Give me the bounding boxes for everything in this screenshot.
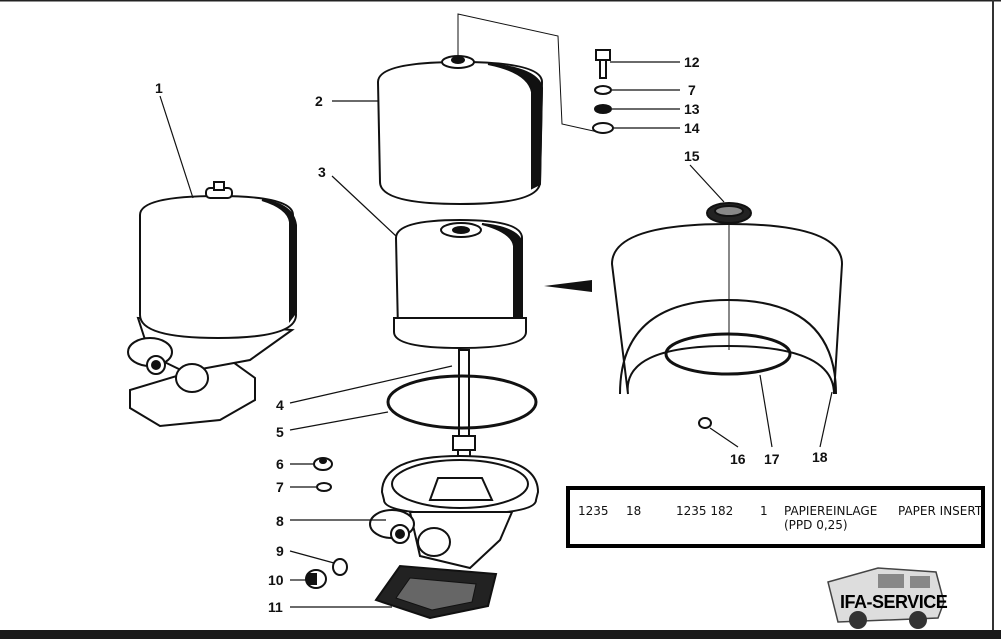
part-16-screw	[698, 417, 712, 429]
small-parts-left	[305, 457, 348, 589]
leader-4	[289, 365, 453, 404]
truck-logo	[827, 567, 945, 629]
label-9: 9	[276, 543, 284, 559]
leader-lines	[159, 61, 833, 608]
parts-col-1: 1235	[578, 504, 609, 518]
bracket-line	[457, 13, 599, 133]
part-7b-washer	[594, 85, 612, 95]
part-12-bolt-shaft	[599, 59, 607, 79]
bowl-shadow	[261, 199, 297, 323]
cover-shadow	[487, 63, 544, 190]
label-18: 18	[812, 449, 828, 465]
label-10: 10	[268, 572, 284, 588]
small-parts-right	[592, 49, 614, 134]
parts-col-3: 1235 182	[676, 504, 734, 518]
cover-body	[376, 60, 544, 206]
label-5: 5	[276, 424, 284, 440]
parts-table-box: 1235 18 1235 182 1 PAPIEREINLAGE (PPD 0,…	[566, 486, 985, 548]
o-ring-large	[386, 374, 538, 430]
part-6-hole	[319, 458, 327, 464]
label-1: 1	[155, 80, 163, 96]
truck-window-2	[910, 576, 930, 588]
base-fitting-hole	[395, 529, 405, 539]
outlet-port	[175, 363, 209, 393]
part-13-lockwasher	[594, 104, 612, 114]
assembled-filter	[127, 181, 298, 428]
label-2: 2	[315, 93, 323, 109]
leader-9	[289, 550, 335, 564]
parts-col-4: 1	[760, 504, 768, 518]
part-9-seal	[332, 558, 348, 576]
leader-16	[709, 427, 739, 448]
bowl-body	[139, 194, 298, 340]
label-11: 11	[268, 599, 283, 615]
parts-note: (PPD 0,25)	[784, 518, 848, 532]
leader-17	[759, 374, 773, 448]
label-8: 8	[276, 513, 284, 529]
gasket-inner	[395, 577, 477, 611]
parts-col-2: 18	[626, 504, 642, 518]
label-4: 4	[276, 397, 284, 413]
leader-1	[159, 95, 194, 199]
arrow-pointer	[544, 280, 592, 292]
truck-window	[878, 574, 904, 588]
label-14: 14	[684, 120, 700, 136]
cartridge-base	[393, 317, 527, 350]
housing-base	[369, 454, 540, 570]
leader-5	[289, 411, 389, 431]
base-center-hub	[428, 477, 494, 501]
insert-inner-edge	[619, 298, 837, 395]
label-6: 6	[276, 456, 284, 472]
part-17-ring	[664, 332, 792, 376]
part-12-bolt-head	[595, 49, 611, 61]
label-12: 12	[684, 54, 700, 70]
top-bolt	[213, 181, 225, 191]
label-7b: 7	[688, 82, 696, 98]
leader-3	[331, 175, 397, 237]
parts-name-en: PAPER INSERT	[898, 504, 983, 518]
part-15-cap-top	[714, 205, 744, 217]
filter-cartridge	[393, 218, 527, 350]
label-13: 13	[684, 101, 700, 117]
bottom-bar	[0, 630, 1001, 639]
part-14-seal	[592, 122, 614, 134]
label-7: 7	[276, 479, 284, 495]
part-7-washer	[316, 482, 332, 492]
parts-name-de: PAPIEREINLAGE	[784, 504, 878, 518]
insert-outer	[610, 222, 844, 395]
paper-insert	[610, 202, 844, 429]
label-15: 15	[684, 148, 700, 164]
label-17: 17	[764, 451, 780, 467]
cartridge-top-hole	[452, 226, 470, 234]
bowl-cover	[376, 55, 544, 206]
label-3: 3	[318, 164, 326, 180]
center-shaft	[452, 349, 476, 463]
shaft-nut	[452, 435, 476, 451]
part-10-head	[307, 573, 317, 585]
base-outlet	[417, 527, 451, 557]
truck-wheel-rear	[909, 611, 927, 629]
port-hole	[151, 360, 161, 370]
label-16: 16	[730, 451, 746, 467]
truck-wheel-front	[849, 611, 867, 629]
logo-text: IFA-SERVICE	[840, 592, 948, 612]
leader-18	[819, 391, 833, 448]
leader-15	[689, 164, 725, 203]
